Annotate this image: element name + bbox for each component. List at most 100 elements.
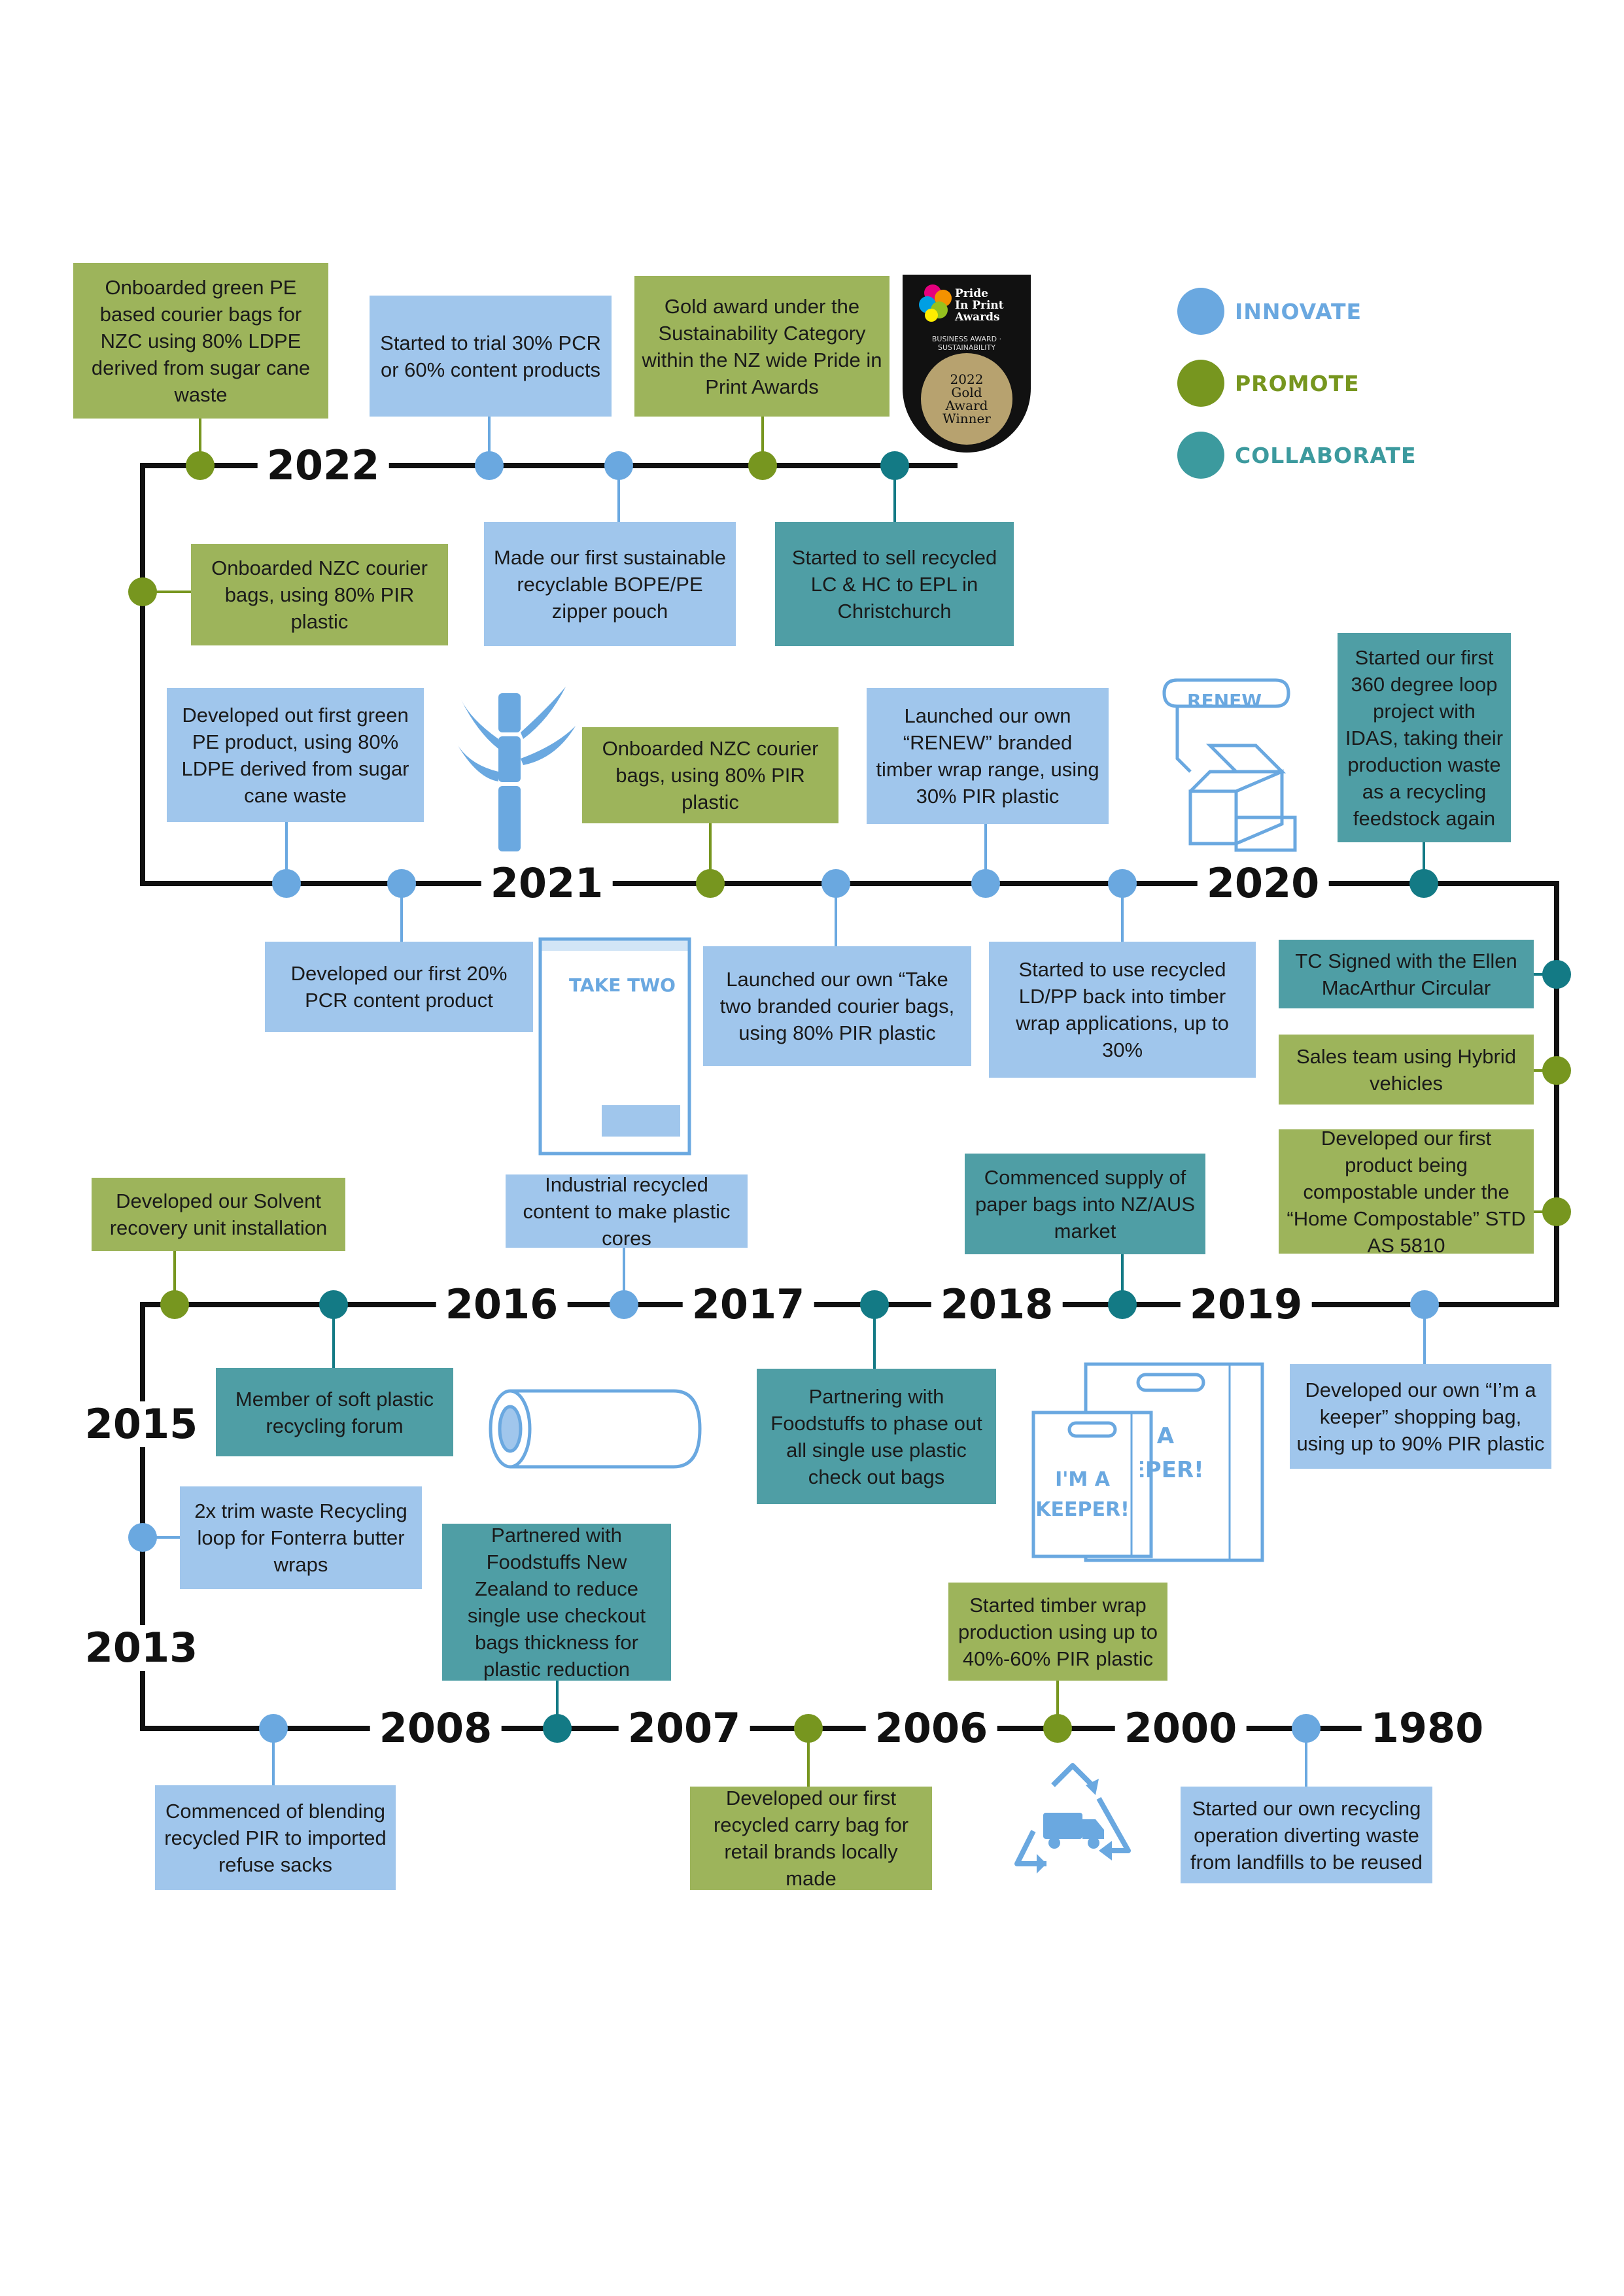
year-label: 2006 — [865, 1705, 997, 1751]
milestone-box: Developed our first 20% PCR content prod… — [265, 942, 533, 1032]
milestone-box: TC Signed with the Ellen MacArthur Circu… — [1279, 940, 1534, 1008]
legend-promote: PROMOTE — [1177, 360, 1360, 407]
year-label: 2016 — [436, 1282, 568, 1328]
milestone-box: Launched our own “RENEW” branded timber … — [867, 688, 1109, 824]
milestone-dot — [1409, 869, 1438, 898]
milestone-dot — [475, 451, 504, 480]
milestone-box: Developed our Solvent recovery unit inst… — [92, 1178, 345, 1251]
year-label: 2021 — [481, 861, 613, 906]
year-label: 2000 — [1114, 1705, 1247, 1751]
milestone-box: Gold award under the Sustainability Cate… — [634, 276, 890, 417]
keeper-front-text: I'M A KEEPER! — [1033, 1465, 1132, 1525]
milestone-dot — [128, 577, 157, 606]
milestone-dot — [128, 1523, 157, 1552]
milestone-box: Onboarded NZC courier bags, using 80% PI… — [191, 544, 448, 645]
year-label: 1980 — [1361, 1705, 1493, 1751]
milestone-box: Onboarded NZC courier bags, using 80% PI… — [582, 727, 838, 823]
milestone-box: Started our first 360 degree loop projec… — [1338, 633, 1511, 842]
milestone-box: Started to trial 30% PCR or 60% content … — [370, 296, 612, 417]
year-label: 2019 — [1180, 1282, 1312, 1328]
milestone-box: Commenced of blending recycled PIR to im… — [155, 1785, 396, 1890]
renew-timber-wrap-icon — [1162, 678, 1297, 852]
milestone-dot — [1108, 869, 1137, 898]
milestone-dot — [160, 1290, 189, 1319]
milestone-box: Developed our first recycled carry bag f… — [690, 1787, 932, 1890]
year-label: 2013 — [75, 1625, 207, 1671]
year-label: 2008 — [370, 1705, 502, 1751]
take-two-label: TAKE TWO — [569, 974, 676, 996]
milestone-box: Member of soft plastic recycling forum — [216, 1368, 453, 1456]
award-coin-line: 2022 — [950, 371, 984, 387]
keeper-back-text: I'M A KEEPER! — [1138, 1419, 1204, 1487]
milestone-box: Started to sell recycled LC & HC to EPL … — [775, 522, 1014, 646]
milestone-dot — [971, 869, 1000, 898]
award-title-line: Pride — [955, 287, 988, 300]
award-arc-text: BUSINESS AWARD · SUSTAINABILITY — [931, 335, 1002, 352]
milestone-dot — [880, 451, 909, 480]
award-logo-icon — [919, 284, 952, 322]
legend-innovate-dot — [1177, 288, 1224, 335]
milestone-box: 2x trim waste Recycling loop for Fonterr… — [180, 1486, 422, 1589]
keeper-front-line: I'M A — [1055, 1468, 1110, 1491]
award-coin: 2022 Gold Award Winner — [921, 353, 1012, 445]
pride-in-print-award-badge: Pride In Print Awards BUSINESS AWARD · S… — [903, 275, 1031, 453]
milestone-dot — [1108, 1290, 1137, 1319]
milestone-dot — [1410, 1290, 1439, 1319]
year-label: 2020 — [1197, 861, 1329, 906]
year-label: 2015 — [75, 1401, 207, 1447]
legend-innovate: INNOVATE — [1177, 288, 1362, 335]
award-title-line: Awards — [955, 311, 1000, 324]
keeper-back-line: I'M A — [1112, 1423, 1175, 1449]
year-label: 2022 — [257, 443, 389, 488]
legend-promote-dot — [1177, 360, 1224, 407]
milestone-box: Sales team using Hybrid vehicles — [1279, 1035, 1534, 1105]
milestone-box: Commenced supply of paper bags into NZ/A… — [965, 1154, 1205, 1254]
award-coin-line: Gold — [951, 385, 982, 400]
year-label: 2007 — [618, 1705, 750, 1751]
milestone-dot — [543, 1714, 572, 1743]
milestone-dot — [259, 1714, 288, 1743]
milestone-box: Developed out first green PE product, us… — [167, 688, 424, 822]
year-label: 2017 — [682, 1282, 814, 1328]
im-a-keeper-bags-icon — [1031, 1362, 1264, 1562]
milestone-dot — [604, 451, 633, 480]
bamboo-icon — [458, 687, 576, 851]
milestone-dot — [860, 1290, 889, 1319]
milestone-box: Launched our own “Take two branded couri… — [703, 946, 971, 1066]
milestone-dot — [272, 869, 301, 898]
award-title-line: In Print — [955, 299, 1004, 312]
recycling-truck-icon — [1014, 1763, 1131, 1874]
milestone-box: Partnering with Foodstuffs to phase out … — [757, 1369, 996, 1504]
take-two-bag-icon — [538, 937, 691, 1156]
legend-promote-label: PROMOTE — [1235, 370, 1360, 396]
keeper-back-line: KEEPER! — [1097, 1457, 1204, 1483]
award-coin-line: Award — [945, 398, 988, 413]
plastic-core-tube-icon — [489, 1389, 702, 1469]
legend-innovate-label: INNOVATE — [1235, 298, 1362, 324]
milestone-dot — [610, 1290, 638, 1319]
milestone-dot — [696, 869, 725, 898]
renew-label: RENEW — [1187, 690, 1262, 711]
milestone-dot — [1542, 960, 1571, 989]
legend-collaborate-dot — [1177, 432, 1224, 479]
milestone-box: Made our first sustainable recyclable BO… — [484, 522, 736, 646]
milestone-box: Started to use recycled LD/PP back into … — [989, 942, 1256, 1078]
milestone-box: Partnered with Foodstuffs New Zealand to… — [442, 1524, 671, 1681]
milestone-box: Started our own recycling operation dive… — [1181, 1787, 1432, 1883]
milestone-dot — [794, 1714, 823, 1743]
milestone-dot — [387, 869, 416, 898]
milestone-box: Industrial recycled content to make plas… — [506, 1173, 748, 1250]
milestone-dot — [186, 451, 215, 480]
milestone-dot — [319, 1290, 348, 1319]
keeper-front-line: KEEPER! — [1035, 1498, 1130, 1521]
award-title: Pride In Print Awards — [955, 288, 1004, 323]
milestone-dot — [821, 869, 850, 898]
milestone-box: Developed our first product being compos… — [1279, 1127, 1534, 1257]
milestone-box: Started timber wrap production using up … — [948, 1583, 1167, 1681]
milestone-dot — [1292, 1714, 1321, 1743]
milestone-dot — [1043, 1714, 1072, 1743]
milestone-dot — [1542, 1197, 1571, 1226]
milestone-dot — [748, 451, 777, 480]
legend-collaborate-label: COLLABORATE — [1235, 442, 1417, 468]
